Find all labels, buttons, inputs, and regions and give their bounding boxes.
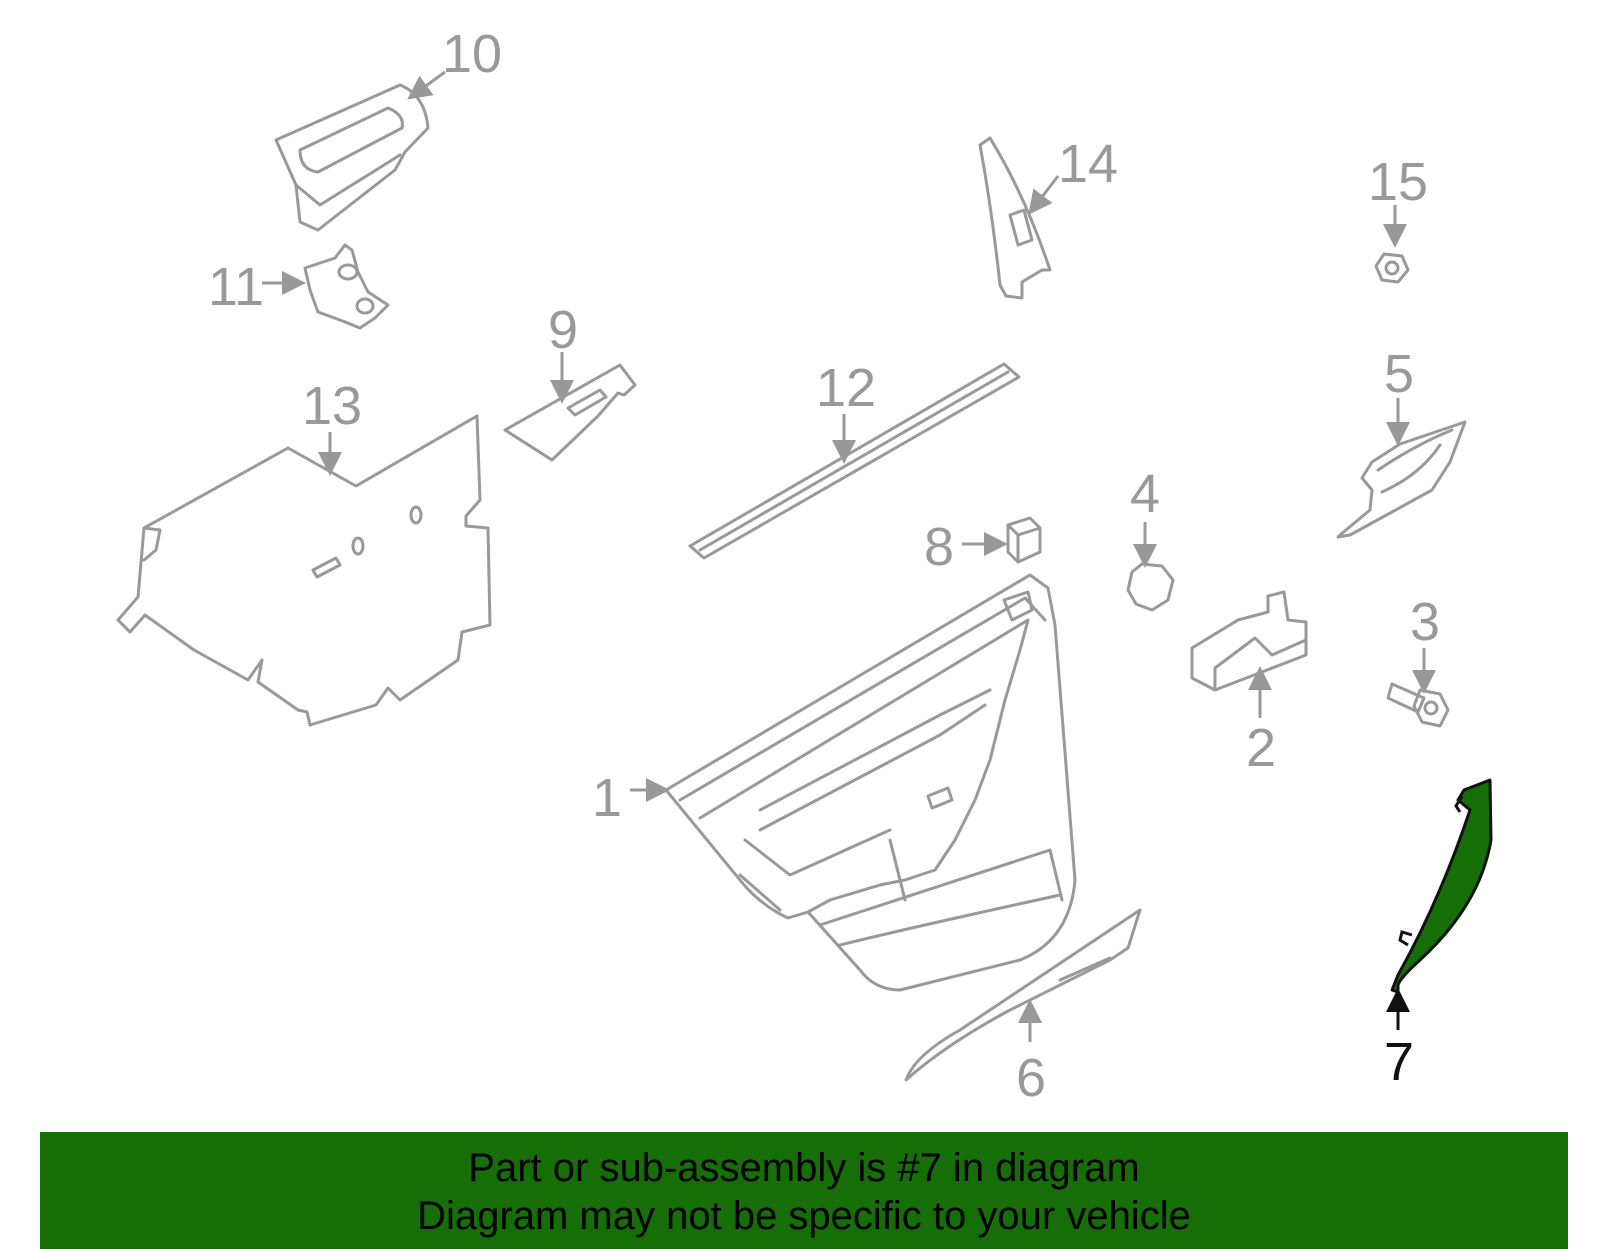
part-4-plug <box>1126 562 1175 612</box>
part-6-lower-trim <box>904 908 1142 1082</box>
callout-7: 7 <box>1384 1032 1414 1092</box>
part-3-bolt <box>1386 682 1450 728</box>
callout-12: 12 <box>816 358 876 418</box>
part-1-door-trim-panel <box>664 573 1077 992</box>
part-2-bracket <box>1190 590 1308 692</box>
callout-5: 5 <box>1384 344 1414 404</box>
callout-14: 14 <box>1058 134 1118 194</box>
callout-1: 1 <box>592 768 622 828</box>
part-9-switch-bezel <box>503 363 637 462</box>
part-15-nut <box>1374 252 1410 284</box>
callout-11: 11 <box>208 257 264 317</box>
banner-line-1: Part or sub-assembly is #7 in diagram <box>468 1146 1140 1190</box>
callout-6: 6 <box>1016 1048 1046 1108</box>
callout-2: 2 <box>1246 718 1276 778</box>
leader-10 <box>407 70 446 100</box>
callout-3: 3 <box>1410 592 1440 652</box>
callout-13: 13 <box>302 376 362 436</box>
callout-15: 15 <box>1368 152 1428 212</box>
callout-9: 9 <box>548 300 578 360</box>
part-11-bracket <box>303 243 390 330</box>
banner-line-2: Diagram may not be specific to your vehi… <box>417 1194 1191 1238</box>
part-10-handle-housing <box>274 83 430 232</box>
part-8-clip <box>1006 516 1042 564</box>
part-13-watershield <box>116 414 492 727</box>
leader-14 <box>1028 175 1060 215</box>
part-7-pillar-trim <box>1390 778 1493 994</box>
part-14-applique <box>978 136 1052 300</box>
callout-4: 4 <box>1130 464 1160 524</box>
callout-8: 8 <box>924 517 954 577</box>
part-5-inner-handle <box>1336 420 1467 539</box>
callout-10: 10 <box>442 24 502 84</box>
info-banner: Part or sub-assembly is #7 in diagram Di… <box>40 1132 1568 1249</box>
